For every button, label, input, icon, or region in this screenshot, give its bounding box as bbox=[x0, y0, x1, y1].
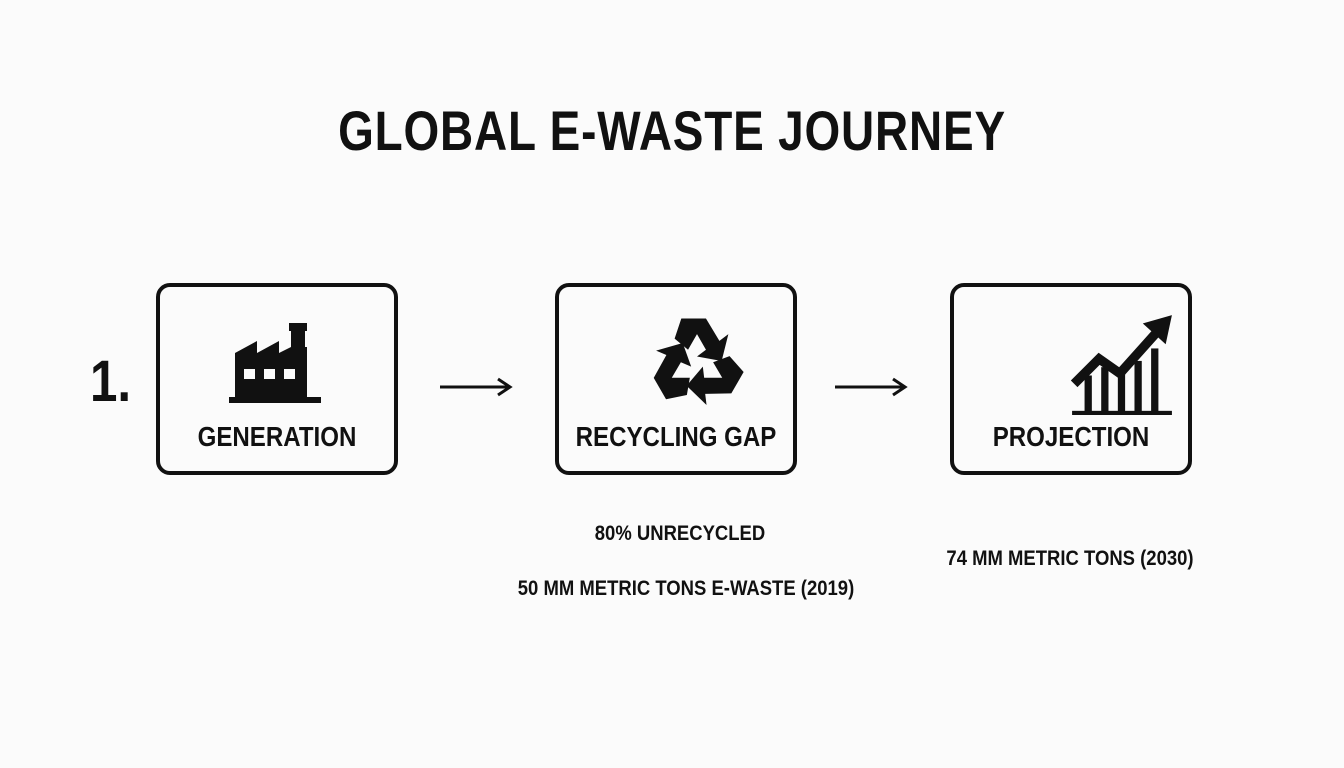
generated-2019-note: 50 MM METRIC TONS E-WASTE (2019) bbox=[517, 577, 855, 600]
factory-icon bbox=[229, 323, 321, 403]
step-1-label: GENERATION bbox=[197, 421, 357, 452]
recycle-icon bbox=[653, 318, 744, 405]
arrow-right-icon bbox=[440, 377, 513, 397]
page-title: GLOBAL E-WASTE JOURNEY bbox=[338, 99, 1006, 162]
arrow-right-icon bbox=[835, 377, 908, 397]
projection-2030-note: 74 MM METRIC TONS (2030) bbox=[946, 547, 1194, 570]
unrecycled-note: 80% UNRECYCLED bbox=[594, 522, 766, 545]
step-2-box: RECYCLING GAP bbox=[555, 283, 797, 475]
growth-chart-icon bbox=[1070, 315, 1172, 415]
step-2-label: RECYCLING GAP bbox=[575, 421, 777, 452]
step-3-box: PROJECTION bbox=[950, 283, 1192, 475]
step-1-number: 1. bbox=[90, 349, 132, 414]
step-3-label: PROJECTION bbox=[992, 421, 1150, 452]
step-1-box: GENERATION bbox=[156, 283, 398, 475]
